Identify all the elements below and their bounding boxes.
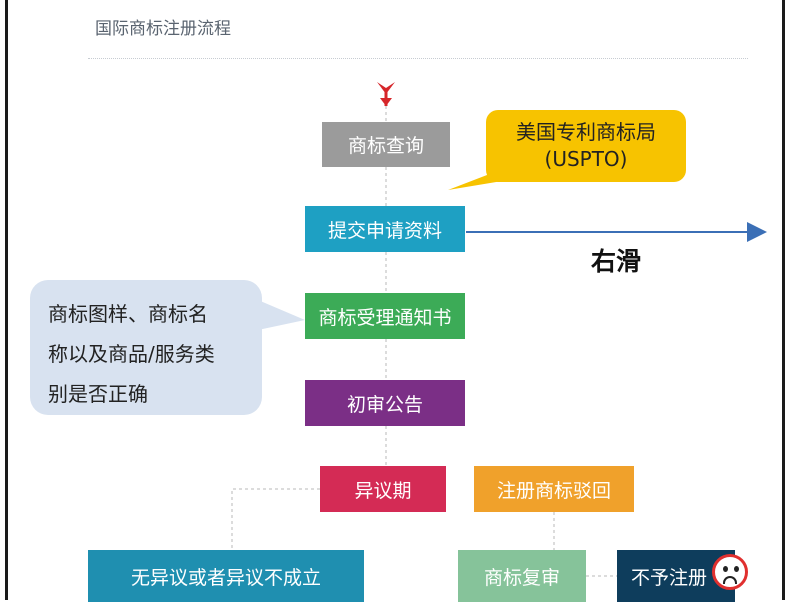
swipe-right-label[interactable]: 右滑 [591, 247, 642, 276]
red-down-arrow-icon [377, 82, 395, 106]
check-callout-tail [258, 300, 305, 330]
step-no-opposition: 无异议或者异议不成立 [88, 550, 364, 602]
opposition-notch [446, 480, 458, 498]
connector-opposition-noobjection [231, 488, 320, 550]
title-divider [88, 58, 748, 59]
check-callout-line2: 称以及商品/服务类 [48, 342, 215, 366]
sad-face-right-eye [734, 566, 739, 572]
step-registration-rejected: 注册商标驳回 [474, 466, 634, 512]
page-title: 国际商标注册流程 [95, 19, 231, 39]
check-callout-line3: 别是否正确 [48, 382, 148, 406]
step-trademark-search: 商标查询 [322, 122, 450, 167]
step-opposition-period: 异议期 [320, 466, 446, 512]
frame-right-border [782, 0, 785, 600]
uspto-callout-line2: (USPTO) [544, 147, 628, 171]
uspto-callout-line1: 美国专利商标局 [516, 120, 656, 144]
sad-face-left-eye [723, 566, 728, 572]
check-callout: 商标图样、商标名 称以及商品/服务类 别是否正确 [30, 280, 262, 415]
step-preliminary-publication: 初审公告 [305, 380, 465, 426]
sad-face-mouth [723, 576, 737, 584]
uspto-callout: 美国专利商标局 (USPTO) [486, 110, 686, 182]
frame-left-border [5, 0, 8, 600]
sad-face-icon [712, 554, 748, 590]
step-submit-materials: 提交申请资料 [305, 206, 465, 252]
step-trademark-review: 商标复审 [458, 550, 586, 602]
step-acceptance-notice: 商标受理通知书 [305, 293, 465, 339]
check-callout-line1: 商标图样、商标名 [48, 302, 208, 326]
